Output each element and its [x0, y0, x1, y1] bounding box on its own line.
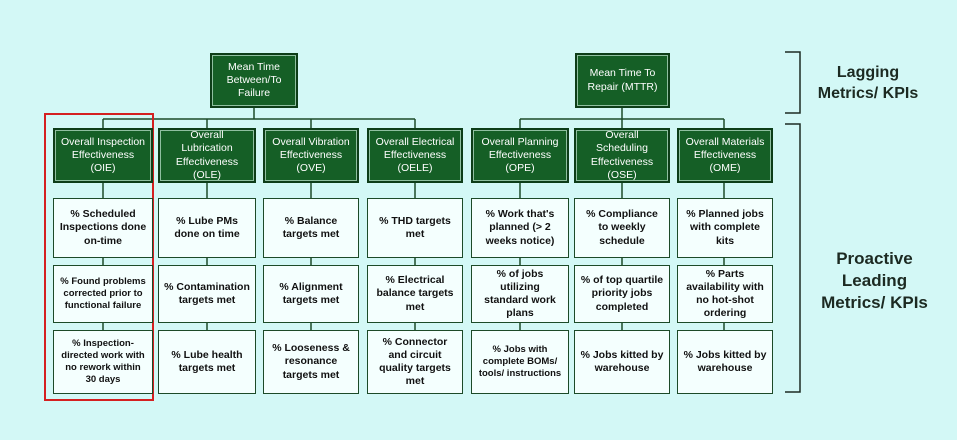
metric-box: % Alignment targets met — [263, 265, 359, 323]
metric-box: % Compliance to weekly schedule — [574, 198, 670, 258]
metric-box: % Electrical balance targets met — [367, 265, 463, 323]
category-oie: Overall Inspection Effectiveness (OIE) — [53, 128, 153, 183]
metric-box: % Looseness & resonance targets met — [263, 330, 359, 394]
leading-label: Proactive Leading Metrics/ KPIs — [821, 249, 928, 313]
metric-box: % Planned jobs with complete kits — [677, 198, 773, 258]
metric-box: % Jobs kitted by warehouse — [677, 330, 773, 394]
category-ome: Overall Materials Effectiveness (OME) — [677, 128, 773, 183]
category-ose: Overall Scheduling Effectiveness (OSE) — [574, 128, 670, 183]
metric-box: % Balance targets met — [263, 198, 359, 258]
metric-box: % Connector and circuit quality targets … — [367, 330, 463, 394]
category-ope: Overall Planning Effectiveness (OPE) — [471, 128, 569, 183]
metric-box: % Lube PMs done on time — [158, 198, 256, 258]
metric-box: % THD targets met — [367, 198, 463, 258]
category-ove: Overall Vibration Effectiveness (OVE) — [263, 128, 359, 183]
mttr-box: Mean Time To Repair (MTTR) — [575, 53, 670, 108]
metric-box: % of jobs utilizing standard work plans — [471, 265, 569, 323]
category-oele: Overall Electrical Effectiveness (OELE) — [367, 128, 463, 183]
metric-box: % Jobs with complete BOMs/ tools/ instru… — [471, 330, 569, 394]
metric-box: % Found problems corrected prior to func… — [53, 265, 153, 323]
lagging-label: Lagging Metrics/ KPIs — [817, 64, 919, 102]
metric-box: % Contamination targets met — [158, 265, 256, 323]
highlight-box — [44, 113, 154, 401]
metric-box: % of top quartile priority jobs complete… — [574, 265, 670, 323]
category-ole: Overall Lubrication Effectiveness (OLE) — [158, 128, 256, 183]
metric-box: % Work that's planned (> 2 weeks notice) — [471, 198, 569, 258]
metric-box: % Inspection-directed work with no rewor… — [53, 330, 153, 394]
brackets — [785, 51, 801, 393]
metric-box: % Parts availability with no hot-shot or… — [677, 265, 773, 323]
metric-box: % Scheduled Inspections done on-time — [53, 198, 153, 258]
metric-box: % Jobs kitted by warehouse — [574, 330, 670, 394]
mtbf-box: Mean Time Between/To Failure — [210, 53, 298, 108]
metric-box: % Lube health targets met — [158, 330, 256, 394]
